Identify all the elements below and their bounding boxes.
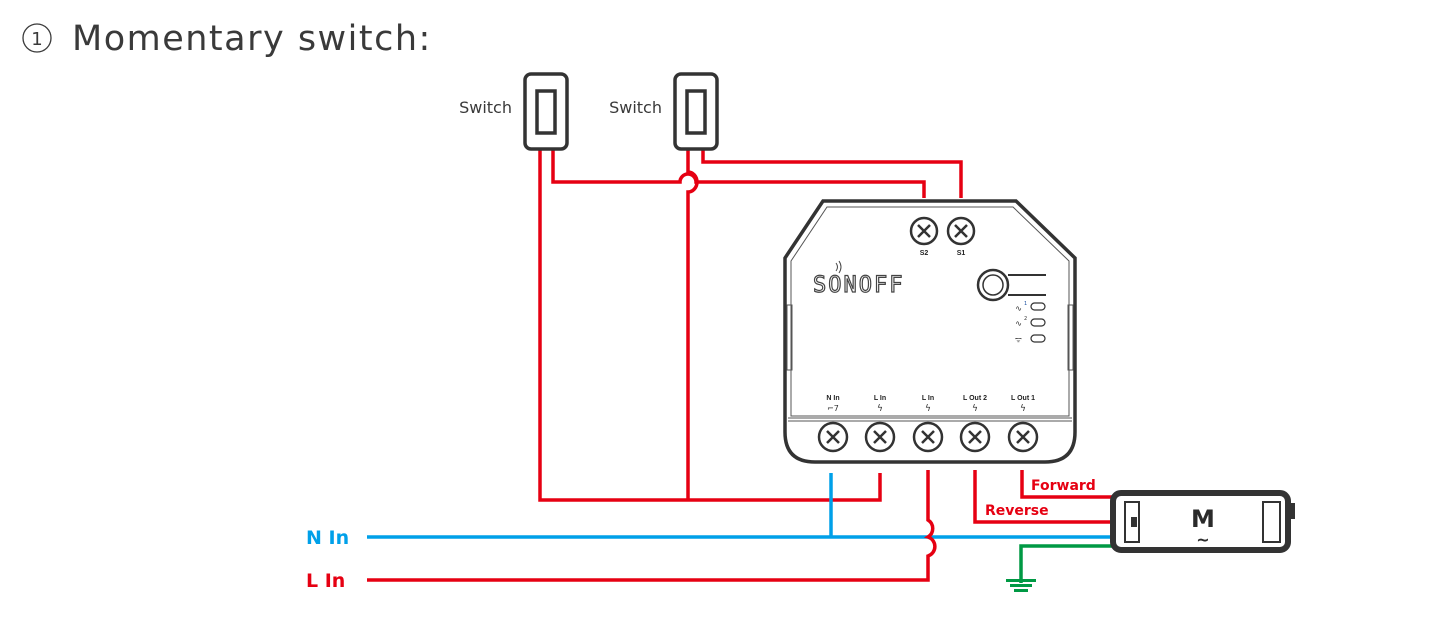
live-line [367,470,937,582]
motor: M ~ [1110,490,1295,553]
number-circle-icon [22,23,52,53]
terminal-l-out-2-label: L Out 2 [963,395,987,402]
mains-lines [367,470,1113,582]
terminal-s2[interactable]: S2 [909,216,939,257]
switch-1-rocker [535,89,557,135]
terminal-n-in-label: N In [826,395,839,402]
switch-2[interactable]: Switch [609,72,719,151]
terminal-l-out-2[interactable]: L Out 2 ϟ [959,395,991,453]
terminal-s1[interactable]: S1 [946,216,976,257]
switch-2-rocker [685,89,707,135]
forward-wire [1020,470,1113,499]
wire-switch1-to-lin [538,150,882,502]
motor-symbol: M [1191,505,1215,533]
left-ridge [786,304,793,371]
terminal-n-in[interactable]: N In ⌐7 [817,395,849,453]
led-wifi [1030,334,1046,343]
wire-switch2-to-s1 [701,150,963,198]
motor-end-cap-left [1124,501,1140,543]
terminal-l-out-1[interactable]: L Out 1 ϟ [1007,395,1039,453]
terminal-s2-label: S2 [920,250,929,257]
motor-end-cap-right [1262,501,1281,543]
sonoff-device: S2 S1 SONOFF ∿ 1 ∿ 2 [783,199,1077,464]
live-symbol-icon: ϟ [877,404,883,414]
led-2 [1030,318,1046,327]
title-number: 1 [31,29,42,50]
live-symbol-icon: ϟ [925,404,931,414]
terminal-l-in-1[interactable]: L In ϟ [864,395,896,453]
reverse-wire [973,470,1113,524]
ground-wire [1019,544,1113,583]
ground-icon [1006,579,1036,592]
pairing-button[interactable] [976,268,1046,302]
switch-1-label: Switch [459,98,512,117]
title-text: Momentary switch: [72,19,432,59]
terminal-l-out-1-label: L Out 1 [1011,395,1035,402]
terminal-l-in-2-label: L In [922,395,934,402]
brand-logo: SONOFF [813,273,904,298]
wireless-icon [835,260,842,274]
terminal-l-in-1-label: L In [874,395,886,402]
switch-2-label: Switch [609,98,662,117]
wire-switch2-to-lin [686,150,699,500]
right-ridge [1067,304,1074,371]
wire-switch1-to-s2 [551,150,926,198]
pulse-icon: ∿ [1015,319,1022,328]
device-outline [783,199,1077,464]
terminal-l-in-2[interactable]: L In ϟ [912,395,944,453]
switch-1[interactable]: Switch [459,72,569,151]
neutral-label: N In [306,527,349,549]
device-inner-outline [790,206,1070,417]
led-1 [1030,302,1046,311]
motor-terminal [1288,503,1295,519]
live-label: L In [306,570,345,592]
indicator-wifi: ᯤ [1015,334,1046,344]
live-out-symbol-icon: ϟ [1020,404,1026,414]
forward-label: Forward [1031,478,1096,494]
indicator-channel-2: ∿ 2 [1015,316,1046,328]
live-out-symbol-icon: ϟ [972,404,978,414]
switch-wires [538,150,963,502]
pulse-icon: ∿ [1015,304,1022,313]
title: 1 Momentary switch: [22,19,432,59]
terminal-s1-label: S1 [957,250,966,257]
neutral-symbol-icon: ⌐7 [827,404,839,413]
motor-body [1110,490,1291,553]
motor-wires [973,470,1113,583]
motor-shaft [1131,517,1137,527]
svg-text:2: 2 [1024,316,1027,322]
wifi-icon: ᯤ [1015,335,1022,344]
ac-symbol: ~ [1196,530,1209,549]
reverse-label: Reverse [985,503,1049,519]
indicator-channel-1: ∿ 1 [1015,301,1046,313]
svg-text:1: 1 [1024,301,1027,307]
